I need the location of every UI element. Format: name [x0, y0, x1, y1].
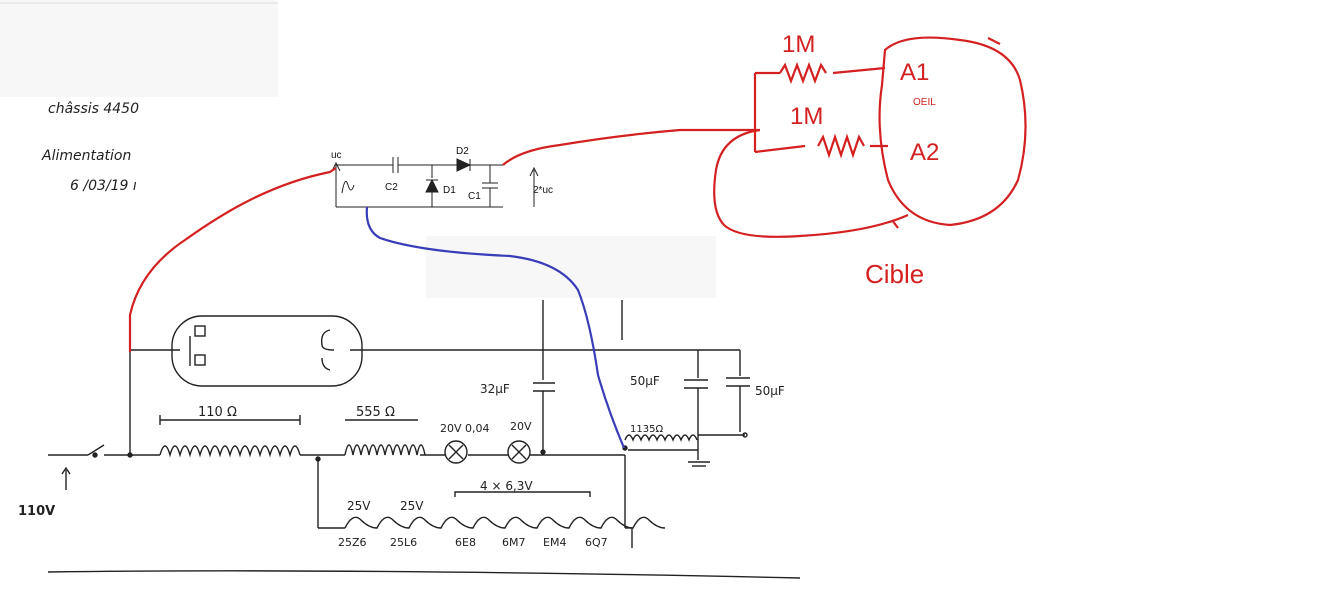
- tube-label: 25Z6: [338, 536, 367, 549]
- target-title: Cible: [865, 259, 924, 289]
- resistor-110-label: 110 Ω: [198, 405, 237, 420]
- note-alimentation: Alimentation: [41, 148, 131, 164]
- choke-label: 1135Ω: [630, 424, 663, 435]
- anode-a1-label: A1: [900, 59, 929, 86]
- tube-label: 25L6: [390, 536, 417, 549]
- label-c2: C2: [385, 182, 398, 193]
- filament-group-label: 4 × 6,3V: [480, 479, 533, 493]
- tube-label: 6M7: [502, 536, 526, 549]
- tube-label: 6E8: [455, 536, 476, 549]
- tube-label: EM4: [543, 536, 566, 549]
- note-chassis: châssis 4450: [48, 101, 139, 117]
- tube-25z6-voltage: 25V: [347, 499, 371, 513]
- label-c1: C1: [468, 191, 481, 202]
- resistor-1m-bottom-label: 1M: [790, 103, 823, 130]
- resistor-1m-top-label: 1M: [782, 31, 815, 58]
- lamp-2-label: 20V: [510, 420, 532, 433]
- lamp-1-label: 20V 0,04: [440, 422, 490, 435]
- target-circuit: [128, 36, 1027, 352]
- note-date: 6 /03/19 ı: [70, 178, 137, 194]
- cap-50uf-1-label: 50µF: [630, 374, 660, 388]
- eye-label: OEIL: [913, 97, 936, 108]
- doubler-input-label: uc: [331, 150, 342, 161]
- anode-a2-label: A2: [910, 139, 939, 166]
- blue-ground-wire: [365, 206, 626, 449]
- voltage-doubler: [331, 157, 539, 208]
- main-circuit: [47, 300, 801, 579]
- pasted-panel-mid: [426, 236, 716, 298]
- mains-voltage: 110V: [18, 504, 55, 519]
- doubler-output-label: 2*uc: [533, 185, 553, 196]
- pasted-panel-top-left: [0, 0, 278, 97]
- cap-50uf-2-label: 50µF: [755, 384, 785, 398]
- label-d1: D1: [443, 185, 456, 196]
- resistor-555-label: 555 Ω: [356, 405, 395, 420]
- tube-25l6-voltage: 25V: [400, 499, 424, 513]
- cap-32uf-label: 32µF: [480, 382, 510, 396]
- tube-label: 6Q7: [585, 536, 608, 549]
- label-d2: D2: [456, 146, 469, 157]
